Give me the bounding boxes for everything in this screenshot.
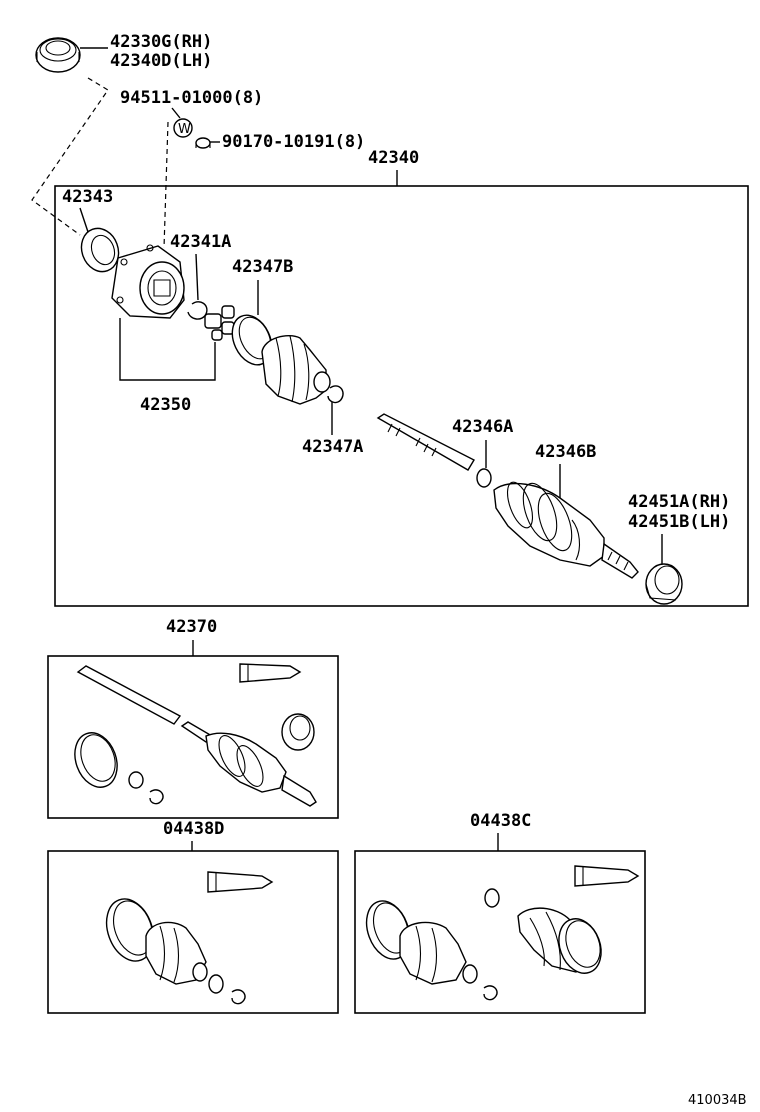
assembly-box-42340 (54, 185, 749, 607)
label-42341a: 42341A (170, 232, 231, 252)
washer-part: W (173, 118, 193, 138)
label-42340: 42340 (368, 148, 419, 168)
joint-boot-outboard (261, 334, 331, 405)
kit-42370-contents (74, 663, 317, 807)
outboard-joint-housing (111, 244, 185, 319)
label-42340d: 42340D(LH) (110, 51, 212, 71)
dust-seal-part (35, 37, 81, 73)
snap-ring-42341a (187, 301, 208, 320)
joint-boot-inboard (493, 481, 639, 579)
washer-mark: W (178, 122, 191, 137)
label-94511: 94511-01000(8) (120, 88, 263, 108)
clamp-42346a (476, 468, 492, 488)
boot-kit-box-04438d (47, 850, 339, 1014)
tripod-joint (204, 305, 235, 341)
diagram-code: 410034B (688, 1093, 747, 1108)
label-42347b: 42347B (232, 257, 293, 277)
label-04438d: 04438D (163, 819, 224, 839)
label-90170: 90170-10191(8) (222, 132, 365, 152)
label-42343: 42343 (62, 187, 113, 207)
label-42346a: 42346A (452, 417, 513, 437)
kit-04438c-contents (365, 865, 640, 1001)
label-42451a: 42451A(RH) (628, 492, 730, 512)
label-42330g: 42330G(RH) (110, 32, 212, 52)
label-42350: 42350 (140, 395, 191, 415)
dust-seal-inboard (645, 563, 683, 605)
label-42347a: 42347A (302, 437, 363, 457)
label-42451b: 42451B(LH) (628, 512, 730, 532)
assembly-box-42370 (47, 655, 339, 819)
label-04438c: 04438C (470, 811, 531, 831)
nut-part (195, 137, 211, 149)
label-42346b: 42346B (535, 442, 596, 462)
oil-seal-part (80, 227, 120, 273)
kit-04438d-contents (105, 871, 274, 1005)
label-42370: 42370 (166, 617, 217, 637)
boot-clamp-small (327, 385, 344, 404)
boot-kit-box-04438c (354, 850, 646, 1014)
drive-shaft (376, 413, 475, 471)
